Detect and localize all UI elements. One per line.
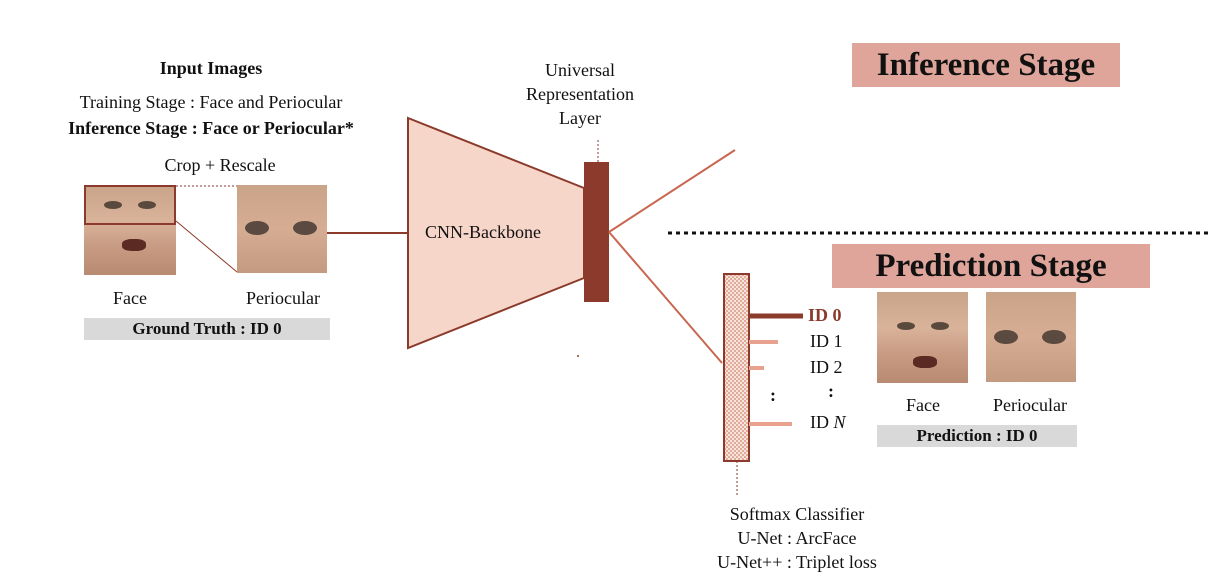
- inference-stage-banner: Inference Stage: [852, 43, 1120, 87]
- class-label-idn-italic: N: [833, 412, 846, 432]
- classifier-caption-line2: U-Net : ArcFace: [737, 528, 857, 548]
- universal-layer-title-line3: Layer: [559, 108, 601, 128]
- branch-to-prediction: [608, 231, 723, 364]
- stray-dot: [577, 355, 579, 357]
- class-label-id1: ID 1: [810, 331, 843, 351]
- softmax-classifier-column: [723, 273, 750, 462]
- prediction-periocular-label: Periocular: [993, 395, 1067, 415]
- universal-layer-title-line2: Representation: [526, 84, 634, 104]
- input-periocular-image: [237, 185, 327, 273]
- prediction-periocular-image: [986, 292, 1076, 382]
- prediction-stage-banner: Prediction Stage: [832, 244, 1150, 288]
- class-label-id0: ID 0: [808, 305, 842, 325]
- training-stage-line: Training Stage : Face and Periocular: [79, 92, 343, 112]
- classifier-dots: :: [770, 385, 776, 405]
- cnn-backbone-label: CNN-Backbone: [425, 222, 541, 242]
- inference-stage-line: Inference Stage : Face or Periocular*: [68, 118, 354, 138]
- input-periocular-label: Periocular: [246, 288, 320, 308]
- classifier-caption: Softmax Classifier U-Net : ArcFace U-Net…: [680, 502, 914, 574]
- universal-layer-title: Universal Representation Layer: [505, 58, 655, 130]
- classifier-caption-line3: U-Net++ : Triplet loss: [717, 552, 877, 572]
- class-label-id2: ID 2: [810, 357, 843, 377]
- crop-region-box: [84, 185, 176, 225]
- class-label-ellipsis: :: [828, 381, 834, 401]
- ground-truth-label: Ground Truth : ID 0: [84, 318, 330, 340]
- class-label-idn-prefix: ID: [810, 412, 829, 432]
- input-heading: Input Images: [159, 58, 263, 78]
- universal-representation-layer: [584, 162, 609, 302]
- crop-connector-bottom: [175, 220, 238, 273]
- class-label-idn: ID N: [810, 412, 846, 433]
- input-face-image: [84, 185, 176, 275]
- classifier-caption-line1: Softmax Classifier: [729, 504, 865, 524]
- crop-rescale-label: Crop + Rescale: [164, 155, 276, 175]
- branch-to-inference: [608, 149, 736, 233]
- input-face-label: Face: [113, 288, 147, 308]
- prediction-face-label: Face: [906, 395, 940, 415]
- prediction-result-label: Prediction : ID 0: [877, 425, 1077, 447]
- prediction-face-image: [877, 292, 968, 383]
- universal-layer-title-line1: Universal: [545, 60, 615, 80]
